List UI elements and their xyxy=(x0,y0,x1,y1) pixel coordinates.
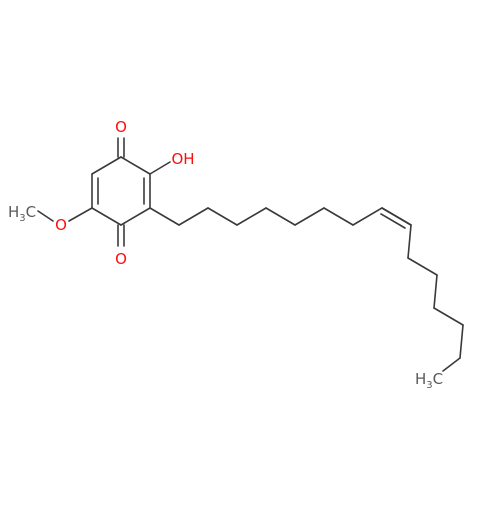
bond-ring-c6-c1 xyxy=(91,156,122,175)
methyl-end-c: C xyxy=(433,370,443,388)
bond-tail-2 xyxy=(407,257,438,276)
bond-tail-1 xyxy=(407,224,412,259)
bond-chain-6 xyxy=(294,207,325,226)
methyl-left-c: C xyxy=(26,203,36,221)
bond-ring-c1-c2 xyxy=(120,156,151,175)
atom-label-methyl-left: H3C xyxy=(8,203,36,224)
bond-tail-5 xyxy=(459,324,464,359)
bond-chain-7 xyxy=(323,207,354,226)
bond-chain-3 xyxy=(207,207,238,226)
bond-tail-3 xyxy=(433,274,438,309)
bond-chain-1 xyxy=(149,207,180,226)
bond-methoxy-methyl xyxy=(37,210,54,222)
atom-label-oxygen-bottom: O xyxy=(115,250,127,268)
bond-ring-c4-c5 xyxy=(91,207,122,226)
bond-chain-2 xyxy=(178,207,209,226)
methyl-end-subscript: 3 xyxy=(426,380,432,391)
methyl-left-subscript: 3 xyxy=(19,213,25,224)
bond-ring-c3-c4 xyxy=(120,207,151,226)
atom-label-oxygen-methoxy: O xyxy=(55,216,67,234)
bond-layer xyxy=(37,137,464,372)
bond-chain-8 xyxy=(352,207,383,226)
methyl-left-h: H xyxy=(8,203,19,221)
atom-label-hydroxyl: OH xyxy=(171,150,194,168)
atom-label-layer: O OH O O H3C H3C xyxy=(8,118,443,391)
bond-tail-6 xyxy=(442,357,461,372)
bond-chain-double-b xyxy=(380,213,406,229)
bond-hydroxyl xyxy=(149,161,171,175)
atom-label-methyl-end: H3C xyxy=(415,370,443,391)
bond-chain-4 xyxy=(236,207,267,226)
methyl-end-h: H xyxy=(415,370,426,388)
bond-tail-4 xyxy=(433,307,464,326)
bond-chain-5 xyxy=(265,207,296,226)
atom-label-oxygen-top: O xyxy=(115,118,127,136)
bond-chain-double-a xyxy=(381,207,412,226)
bond-methoxy-o xyxy=(68,207,93,222)
